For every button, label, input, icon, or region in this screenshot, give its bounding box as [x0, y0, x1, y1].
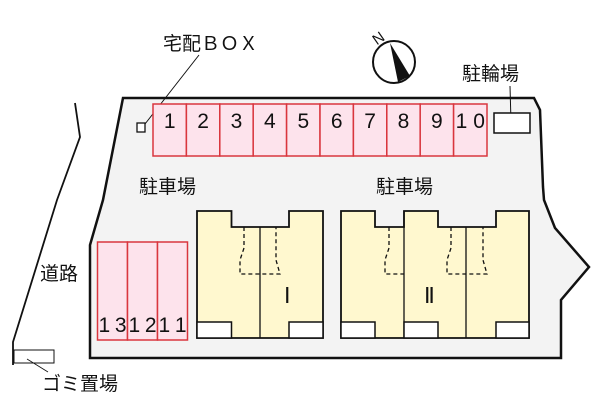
parking-space-number: 9 [431, 110, 443, 133]
parking-space-11: 11 [156, 241, 189, 341]
parking-space-2: 2 [185, 103, 221, 157]
parking-space-number: 3 [231, 110, 243, 133]
parking-space-number: 2 [197, 110, 209, 133]
parking-space-5: 5 [285, 103, 321, 157]
delivery-box [136, 122, 146, 133]
road-label: 道路 [40, 263, 78, 285]
garbage-area [13, 349, 55, 364]
delivery-box-label: 宅配ＢＯＸ [163, 33, 258, 55]
parking-label-left: 駐車場 [139, 176, 196, 198]
garbage-label: ゴミ置場 [42, 373, 118, 395]
parking-space-1: 1 [152, 103, 188, 157]
parking-space-9: 9 [419, 103, 455, 157]
parking-space-number: 5 [297, 110, 309, 133]
bicycle-parking-area [493, 112, 531, 134]
parking-space-13: 13 [96, 241, 129, 341]
parking-space-12: 12 [126, 241, 159, 341]
building-2-label: Ⅱ [424, 283, 435, 308]
road-edge-line [12, 102, 81, 365]
parking-space-7: 7 [352, 103, 388, 157]
building-1-label: Ⅰ [284, 283, 291, 308]
garbage-pointer [26, 358, 49, 373]
parking-space-10: 10 [452, 103, 488, 157]
parking-space-number: 7 [364, 110, 376, 133]
building-1: Ⅰ [196, 210, 324, 339]
compass-icon: N [369, 29, 416, 84]
parking-space-6: 6 [319, 103, 355, 157]
bicycle-parking-label: 駐輪場 [462, 63, 519, 85]
parking-space-number: 6 [331, 110, 343, 133]
parking-space-number: 1 [164, 110, 176, 133]
building-2: Ⅱ [340, 210, 530, 339]
parking-space-3: 3 [219, 103, 254, 157]
parking-space-number: 8 [398, 110, 410, 133]
parking-label-right: 駐車場 [376, 176, 433, 198]
parking-space-number: 4 [264, 110, 276, 133]
parking-space-4: 4 [252, 103, 288, 157]
parking-space-8: 8 [386, 103, 421, 157]
